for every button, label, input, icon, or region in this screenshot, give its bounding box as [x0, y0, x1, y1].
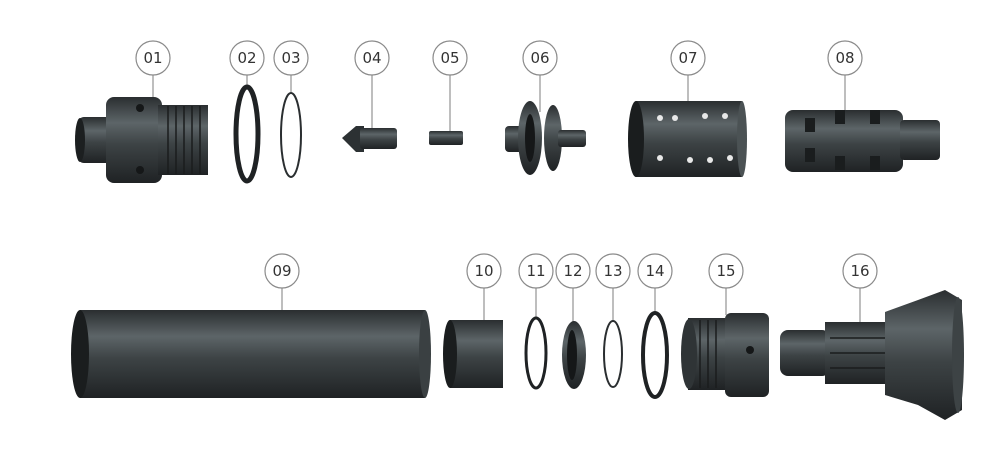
svg-text:06: 06	[530, 49, 549, 67]
callout-08: 08	[827, 40, 863, 76]
part-02-o-ring	[233, 84, 261, 184]
callout-06: 06	[522, 40, 558, 76]
callout-13: 13	[595, 253, 631, 289]
part-09-outer-tube	[71, 310, 431, 398]
leader-lines	[152, 75, 861, 330]
svg-text:14: 14	[645, 262, 664, 280]
svg-text:01: 01	[143, 49, 162, 67]
svg-text:12: 12	[563, 262, 582, 280]
callout-16: 16	[842, 253, 878, 289]
callout-15: 15	[708, 253, 744, 289]
part-12-bit-retaining-ring	[562, 321, 586, 389]
svg-text:07: 07	[678, 49, 697, 67]
part-07-cylinder	[628, 101, 747, 177]
part-16-drill-bit	[780, 290, 964, 420]
callout-05: 05	[432, 40, 468, 76]
part-11-retaining-ring	[524, 316, 548, 390]
svg-text:16: 16	[850, 262, 869, 280]
callout-12: 12	[555, 253, 591, 289]
svg-text:09: 09	[272, 262, 291, 280]
callout-01: 01	[135, 40, 171, 76]
svg-text:02: 02	[237, 49, 256, 67]
part-03-o-ring	[280, 92, 302, 178]
svg-text:08: 08	[835, 49, 854, 67]
svg-text:05: 05	[440, 49, 459, 67]
part-13-o-ring	[603, 320, 623, 388]
part-10-guide-sleeve	[443, 320, 503, 388]
svg-text:10: 10	[474, 262, 493, 280]
callout-07: 07	[670, 40, 706, 76]
callout-09: 09	[264, 253, 300, 289]
part-06-check-valve	[505, 101, 586, 175]
callout-02: 02	[229, 40, 265, 76]
svg-text:11: 11	[526, 262, 545, 280]
svg-text:04: 04	[362, 49, 381, 67]
callout-03: 03	[273, 40, 309, 76]
part-08-piston	[785, 110, 940, 172]
callout-10: 10	[466, 253, 502, 289]
svg-text:03: 03	[281, 49, 300, 67]
callout-04: 04	[354, 40, 390, 76]
part-15-driver-sub	[681, 313, 769, 397]
svg-text:15: 15	[716, 262, 735, 280]
part-14-o-ring	[641, 311, 669, 399]
part-04-foot-valve	[342, 126, 397, 152]
callout-14: 14	[637, 253, 673, 289]
svg-text:13: 13	[603, 262, 622, 280]
part-01-top-sub	[75, 97, 208, 183]
callout-11: 11	[518, 253, 554, 289]
part-05-pin	[429, 131, 463, 145]
